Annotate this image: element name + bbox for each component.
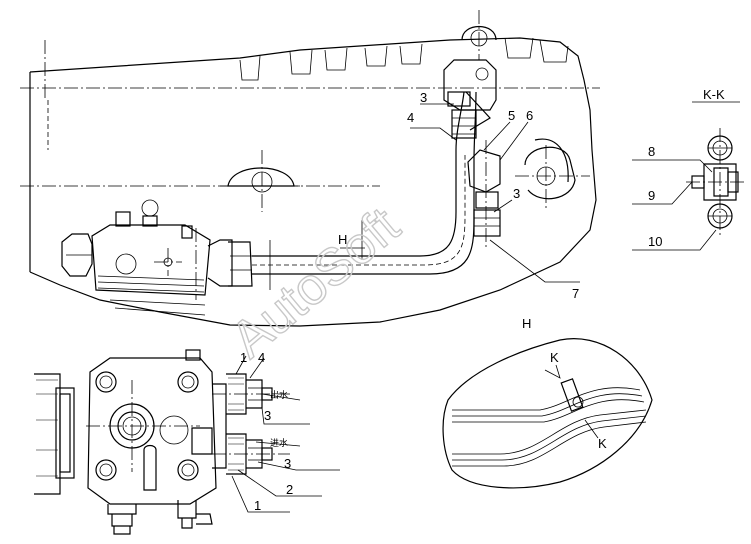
label-part-3-top: 3 bbox=[420, 90, 427, 105]
label-view-h: H bbox=[522, 316, 531, 331]
section-kk bbox=[632, 101, 744, 251]
view-h-detail bbox=[442, 338, 653, 489]
label-view-h-top: H bbox=[338, 232, 347, 247]
water-pump-top bbox=[61, 199, 253, 316]
tank-outline bbox=[20, 10, 600, 327]
label-part-7: 7 bbox=[572, 286, 579, 301]
label-outlet: 出水 bbox=[270, 389, 288, 400]
label-part-6: 6 bbox=[526, 108, 533, 123]
label-part-8: 8 bbox=[648, 144, 655, 159]
water-pump-front bbox=[34, 349, 290, 535]
label-section-k-bottom: K bbox=[598, 436, 607, 451]
label-inlet: 进水 bbox=[270, 437, 288, 448]
label-part-2: 2 bbox=[286, 482, 293, 497]
label-part-1-top: 1 bbox=[240, 350, 247, 365]
label-part-3-front-bottom: 3 bbox=[284, 456, 291, 471]
label-section-kk: K-K bbox=[703, 87, 725, 102]
label-part-4: 4 bbox=[407, 110, 414, 125]
label-part-5: 5 bbox=[508, 108, 515, 123]
front-view-leaders bbox=[231, 355, 340, 513]
watermark: AutoSoft bbox=[220, 196, 411, 369]
label-part-4-front: 4 bbox=[258, 350, 265, 365]
label-part-3-front-top: 3 bbox=[264, 408, 271, 423]
top-view-leaders bbox=[269, 103, 580, 290]
label-part-9: 9 bbox=[648, 188, 655, 203]
label-part-1-bottom: 1 bbox=[254, 498, 261, 513]
water-pipe bbox=[252, 59, 501, 275]
label-section-k-top: K bbox=[550, 350, 559, 365]
label-part-3-mid: 3 bbox=[513, 186, 520, 201]
label-part-10: 10 bbox=[648, 234, 662, 249]
